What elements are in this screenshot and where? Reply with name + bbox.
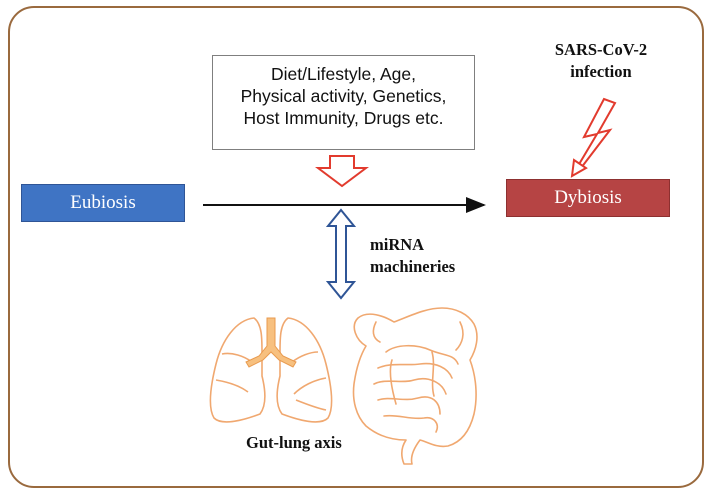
- mirna-label-line-1: miRNA: [370, 235, 425, 254]
- sars-cov-2-label-line-2: infection: [570, 62, 632, 81]
- risk-factors-box: Diet/Lifestyle, Age, Physical activity, …: [212, 55, 475, 150]
- risk-factors-line-3: Host Immunity, Drugs etc.: [243, 108, 444, 128]
- trachea-icon: [245, 317, 297, 368]
- gut-lung-axis-caption: Gut-lung axis: [246, 433, 342, 452]
- mirna-label-line-2: machineries: [370, 257, 456, 276]
- lightning-arrow-tip: [570, 158, 588, 178]
- sars-cov-2-label: SARS-CoV-2 infection: [540, 39, 662, 83]
- intestines-icon: [352, 307, 478, 465]
- bidirectional-arrow: [325, 208, 357, 300]
- influence-down-arrow: [315, 155, 369, 188]
- figure-frame: [8, 6, 704, 488]
- risk-factors-line-2: Physical activity, Genetics,: [240, 86, 447, 106]
- sars-cov-2-label-line-1: SARS-CoV-2: [554, 40, 648, 59]
- risk-factors-line-1: Diet/Lifestyle, Age,: [271, 64, 416, 84]
- lightning-bolt-icon: [576, 97, 617, 170]
- mirna-label: miRNA machineries: [370, 234, 490, 278]
- eubiosis-box: Eubiosis: [21, 184, 185, 222]
- dybiosis-box: Dybiosis: [506, 179, 670, 217]
